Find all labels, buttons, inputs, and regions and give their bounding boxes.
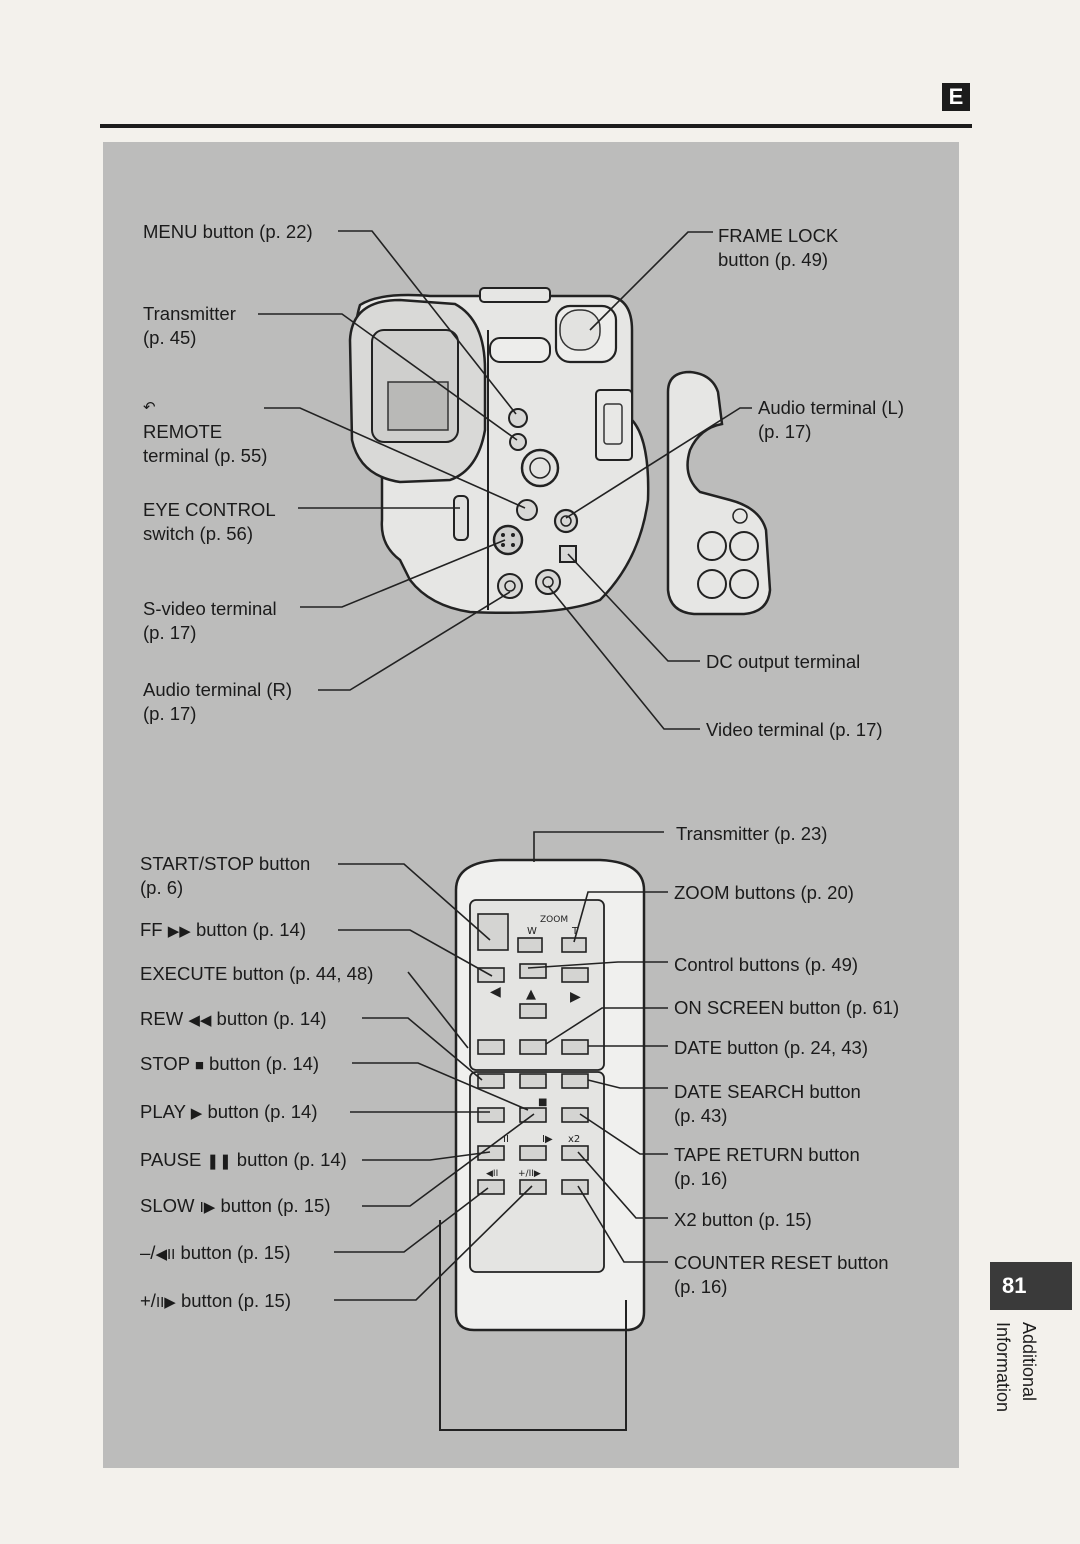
svg-text:▲: ▲ bbox=[526, 987, 536, 1002]
slow-icon: I▶ bbox=[199, 1199, 216, 1216]
on-screen-button-label: ON SCREEN button (p. 61) bbox=[674, 997, 900, 1018]
frame-back-button-label: –/◀II button (p. 15) bbox=[140, 1241, 291, 1267]
counter-reset-label: COUNTER RESET button (p. 16) bbox=[674, 1251, 889, 1299]
frame-lock-label-line1: FRAME LOCK bbox=[718, 225, 839, 246]
camera-leader-lines bbox=[258, 230, 752, 730]
stop-prefix: STOP bbox=[140, 1053, 190, 1074]
svg-text:■: ■ bbox=[538, 1097, 547, 1108]
frame-lock-label-line2: button (p. 49) bbox=[718, 249, 829, 270]
ff-suffix: button (p. 14) bbox=[195, 919, 307, 940]
start-stop-label: START/STOP button (p. 6) bbox=[140, 852, 310, 900]
page-number-tab: 81 bbox=[990, 1262, 1072, 1310]
svg-text:I▶: I▶ bbox=[542, 1134, 553, 1145]
play-icon: ▶ bbox=[190, 1105, 203, 1122]
header-rule bbox=[100, 124, 972, 128]
start-stop-label-line2: (p. 6) bbox=[140, 877, 184, 898]
audio-terminal-l-label: Audio terminal (L) (p. 17) bbox=[758, 396, 904, 444]
play-button-label: PLAY ▶ button (p. 14) bbox=[140, 1100, 317, 1126]
counter-reset-label-line2: (p. 16) bbox=[674, 1276, 728, 1297]
date-search-label: DATE SEARCH button (p. 43) bbox=[674, 1080, 861, 1128]
audio-r-label-line2: (p. 17) bbox=[143, 703, 197, 724]
svg-text:+/II▶: +/II▶ bbox=[518, 1169, 541, 1179]
rew-prefix: REW bbox=[140, 1008, 184, 1029]
eye-control-label: EYE CONTROL switch (p. 56) bbox=[143, 498, 276, 546]
rew-button-label: REW ◀◀ button (p. 14) bbox=[140, 1007, 327, 1033]
date-search-label-line2: (p. 43) bbox=[674, 1105, 728, 1126]
frame-advance-button-label: +/II▶ button (p. 15) bbox=[140, 1289, 291, 1315]
audio-l-label-line2: (p. 17) bbox=[758, 421, 812, 442]
frame-advance-icon: II▶ bbox=[155, 1294, 176, 1311]
menu-button-label: MENU button (p. 22) bbox=[143, 221, 313, 242]
remote-terminal-label-line1: REMOTE bbox=[143, 421, 223, 442]
svg-text:W: W bbox=[527, 926, 537, 937]
zoom-buttons-label: ZOOM buttons (p. 20) bbox=[674, 882, 854, 903]
transmitter-label-line2: (p. 45) bbox=[143, 327, 197, 348]
minus-suffix: button (p. 15) bbox=[180, 1242, 291, 1263]
svg-text:▶: ▶ bbox=[570, 989, 581, 1005]
svg-text:ZOOM: ZOOM bbox=[540, 915, 568, 925]
slow-suffix: button (p. 15) bbox=[220, 1195, 331, 1216]
rew-suffix: button (p. 14) bbox=[216, 1008, 327, 1029]
video-terminal-label: Video terminal (p. 17) bbox=[706, 719, 883, 740]
play-suffix: button (p. 14) bbox=[207, 1101, 318, 1122]
svideo-label-line2: (p. 17) bbox=[143, 622, 197, 643]
slow-prefix: SLOW bbox=[140, 1195, 195, 1216]
execute-button-label: EXECUTE button (p. 44, 48) bbox=[140, 963, 374, 984]
x2-button-label: X2 button (p. 15) bbox=[674, 1209, 812, 1230]
pause-button-label: PAUSE ❚❚ button (p. 14) bbox=[140, 1148, 347, 1174]
date-button-label: DATE button (p. 24, 43) bbox=[674, 1037, 869, 1058]
remote-terminal-label: ↶ REMOTE terminal (p. 55) bbox=[143, 396, 267, 468]
section-letter-badge: E bbox=[942, 83, 970, 111]
svg-text:◀: ◀ bbox=[490, 984, 501, 1000]
control-buttons-label: Control buttons (p. 49) bbox=[674, 954, 859, 975]
date-search-label-line1: DATE SEARCH button bbox=[674, 1081, 861, 1102]
dc-output-label: DC output terminal bbox=[706, 651, 861, 672]
remote-control-illustration: ◀ ▶ ▲ ■ II I▶ x2 ◀II +/II▶ ZOOM W T bbox=[439, 858, 646, 1431]
transmitter-label: Transmitter (p. 45) bbox=[143, 302, 236, 350]
tape-return-label-line2: (p. 16) bbox=[674, 1168, 728, 1189]
section-label-line2: Information bbox=[993, 1322, 1013, 1413]
ff-prefix: FF bbox=[140, 919, 163, 940]
stop-icon: ■ bbox=[194, 1057, 204, 1074]
rewind-icon: ◀◀ bbox=[188, 1012, 212, 1029]
frame-lock-label: FRAME LOCK button (p. 49) bbox=[718, 224, 838, 272]
audio-r-label-line1: Audio terminal (R) bbox=[143, 679, 293, 700]
eye-control-label-line2: switch (p. 56) bbox=[143, 523, 254, 544]
remote-transmitter-label: Transmitter (p. 23) bbox=[676, 823, 828, 844]
plus-suffix: button (p. 15) bbox=[180, 1290, 292, 1311]
start-stop-label-line1: START/STOP button bbox=[140, 853, 311, 874]
ff-button-label: FF ▶▶ button (p. 14) bbox=[140, 918, 306, 944]
svideo-label-line1: S-video terminal bbox=[143, 598, 277, 619]
remote-leader-lines bbox=[334, 831, 668, 1301]
eye-control-label-line1: EYE CONTROL bbox=[143, 499, 276, 520]
transmitter-label-line1: Transmitter bbox=[143, 303, 236, 324]
audio-l-label-line1: Audio terminal (L) bbox=[758, 397, 905, 418]
slow-button-label: SLOW I▶ button (p. 15) bbox=[140, 1194, 331, 1220]
pause-icon: ❚❚ bbox=[206, 1153, 232, 1170]
counter-reset-label-line1: COUNTER RESET button bbox=[674, 1252, 889, 1273]
pause-prefix: PAUSE bbox=[140, 1149, 202, 1170]
tape-return-label: TAPE RETURN button (p. 16) bbox=[674, 1143, 860, 1191]
tape-return-label-line1: TAPE RETURN button bbox=[674, 1144, 860, 1165]
svg-text:T: T bbox=[571, 926, 579, 937]
fast-forward-icon: ▶▶ bbox=[167, 923, 191, 940]
section-label-line1: Additional bbox=[1019, 1322, 1039, 1402]
play-prefix: PLAY bbox=[140, 1101, 186, 1122]
frame-back-icon: ◀II bbox=[155, 1246, 176, 1263]
camcorder-illustration bbox=[348, 287, 772, 616]
plus-prefix: +/ bbox=[140, 1290, 156, 1311]
section-side-label: Additional Information bbox=[986, 1322, 1042, 1472]
svg-text:x2: x2 bbox=[568, 1134, 580, 1145]
svideo-terminal-label: S-video terminal (p. 17) bbox=[143, 597, 277, 645]
audio-terminal-r-label: Audio terminal (R) (p. 17) bbox=[143, 678, 292, 726]
minus-prefix: –/ bbox=[140, 1242, 156, 1263]
svg-text:◀II: ◀II bbox=[486, 1169, 498, 1179]
stop-suffix: button (p. 14) bbox=[209, 1053, 320, 1074]
pause-suffix: button (p. 14) bbox=[236, 1149, 347, 1170]
stop-button-label: STOP ■ button (p. 14) bbox=[140, 1052, 319, 1078]
remote-terminal-label-line2: terminal (p. 55) bbox=[143, 445, 268, 466]
svg-text:II: II bbox=[503, 1134, 509, 1145]
remote-terminal-icon: ↶ bbox=[143, 399, 156, 416]
